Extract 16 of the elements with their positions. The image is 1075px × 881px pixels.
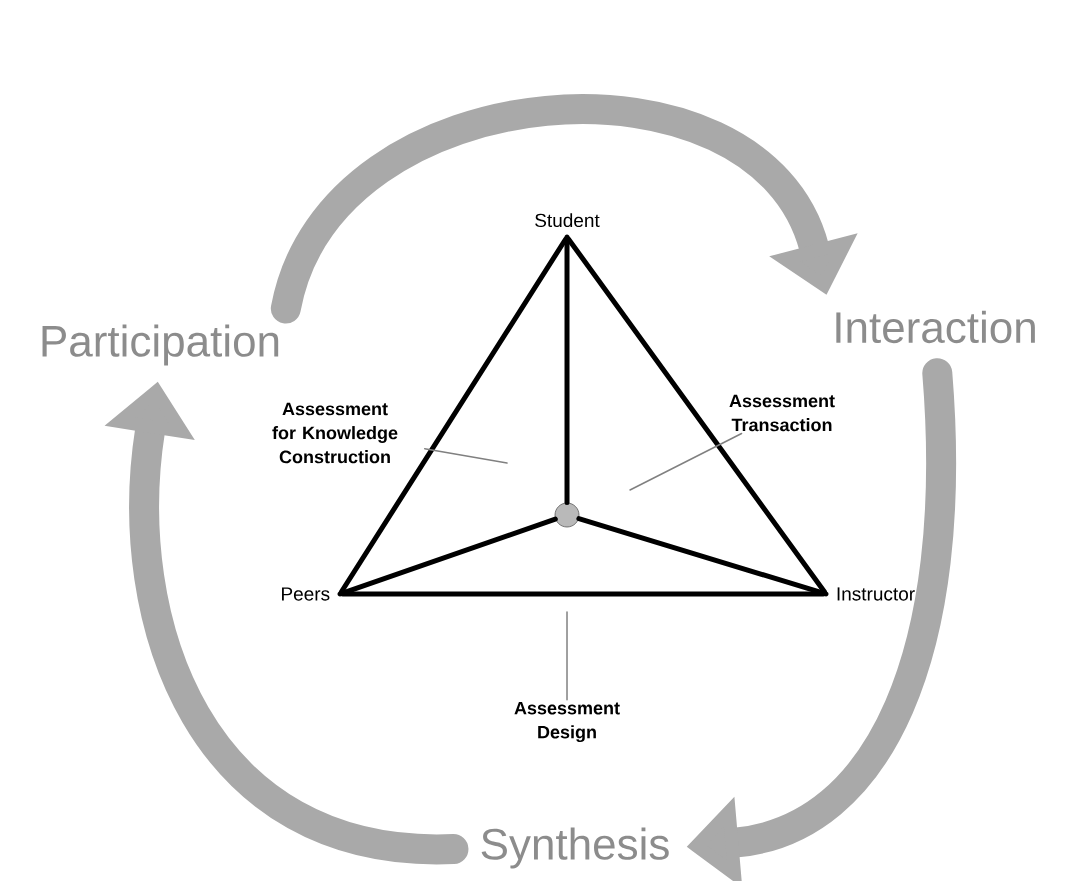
vertex-label: Instructor	[823, 587, 915, 601]
face-label: Assessment Design	[514, 701, 620, 743]
phase-label: Interaction	[836, 310, 1035, 344]
triangle-line	[340, 591, 826, 597]
face-label: Assessment Transaction	[729, 394, 835, 432]
cycle-arrow	[270, 94, 858, 324]
face-label: Assessment for Knowledge Construction	[272, 402, 398, 464]
phase-label: Participation	[42, 324, 279, 366]
phase-label: Synthesis	[481, 827, 669, 869]
vertex-label: Student	[535, 213, 600, 240]
vertex-label: Peers	[282, 587, 343, 601]
triangle-line	[566, 236, 827, 595]
centre-circle	[554, 502, 580, 528]
leader-line	[629, 432, 743, 491]
leader-line	[566, 611, 568, 701]
leader-line	[423, 447, 508, 464]
